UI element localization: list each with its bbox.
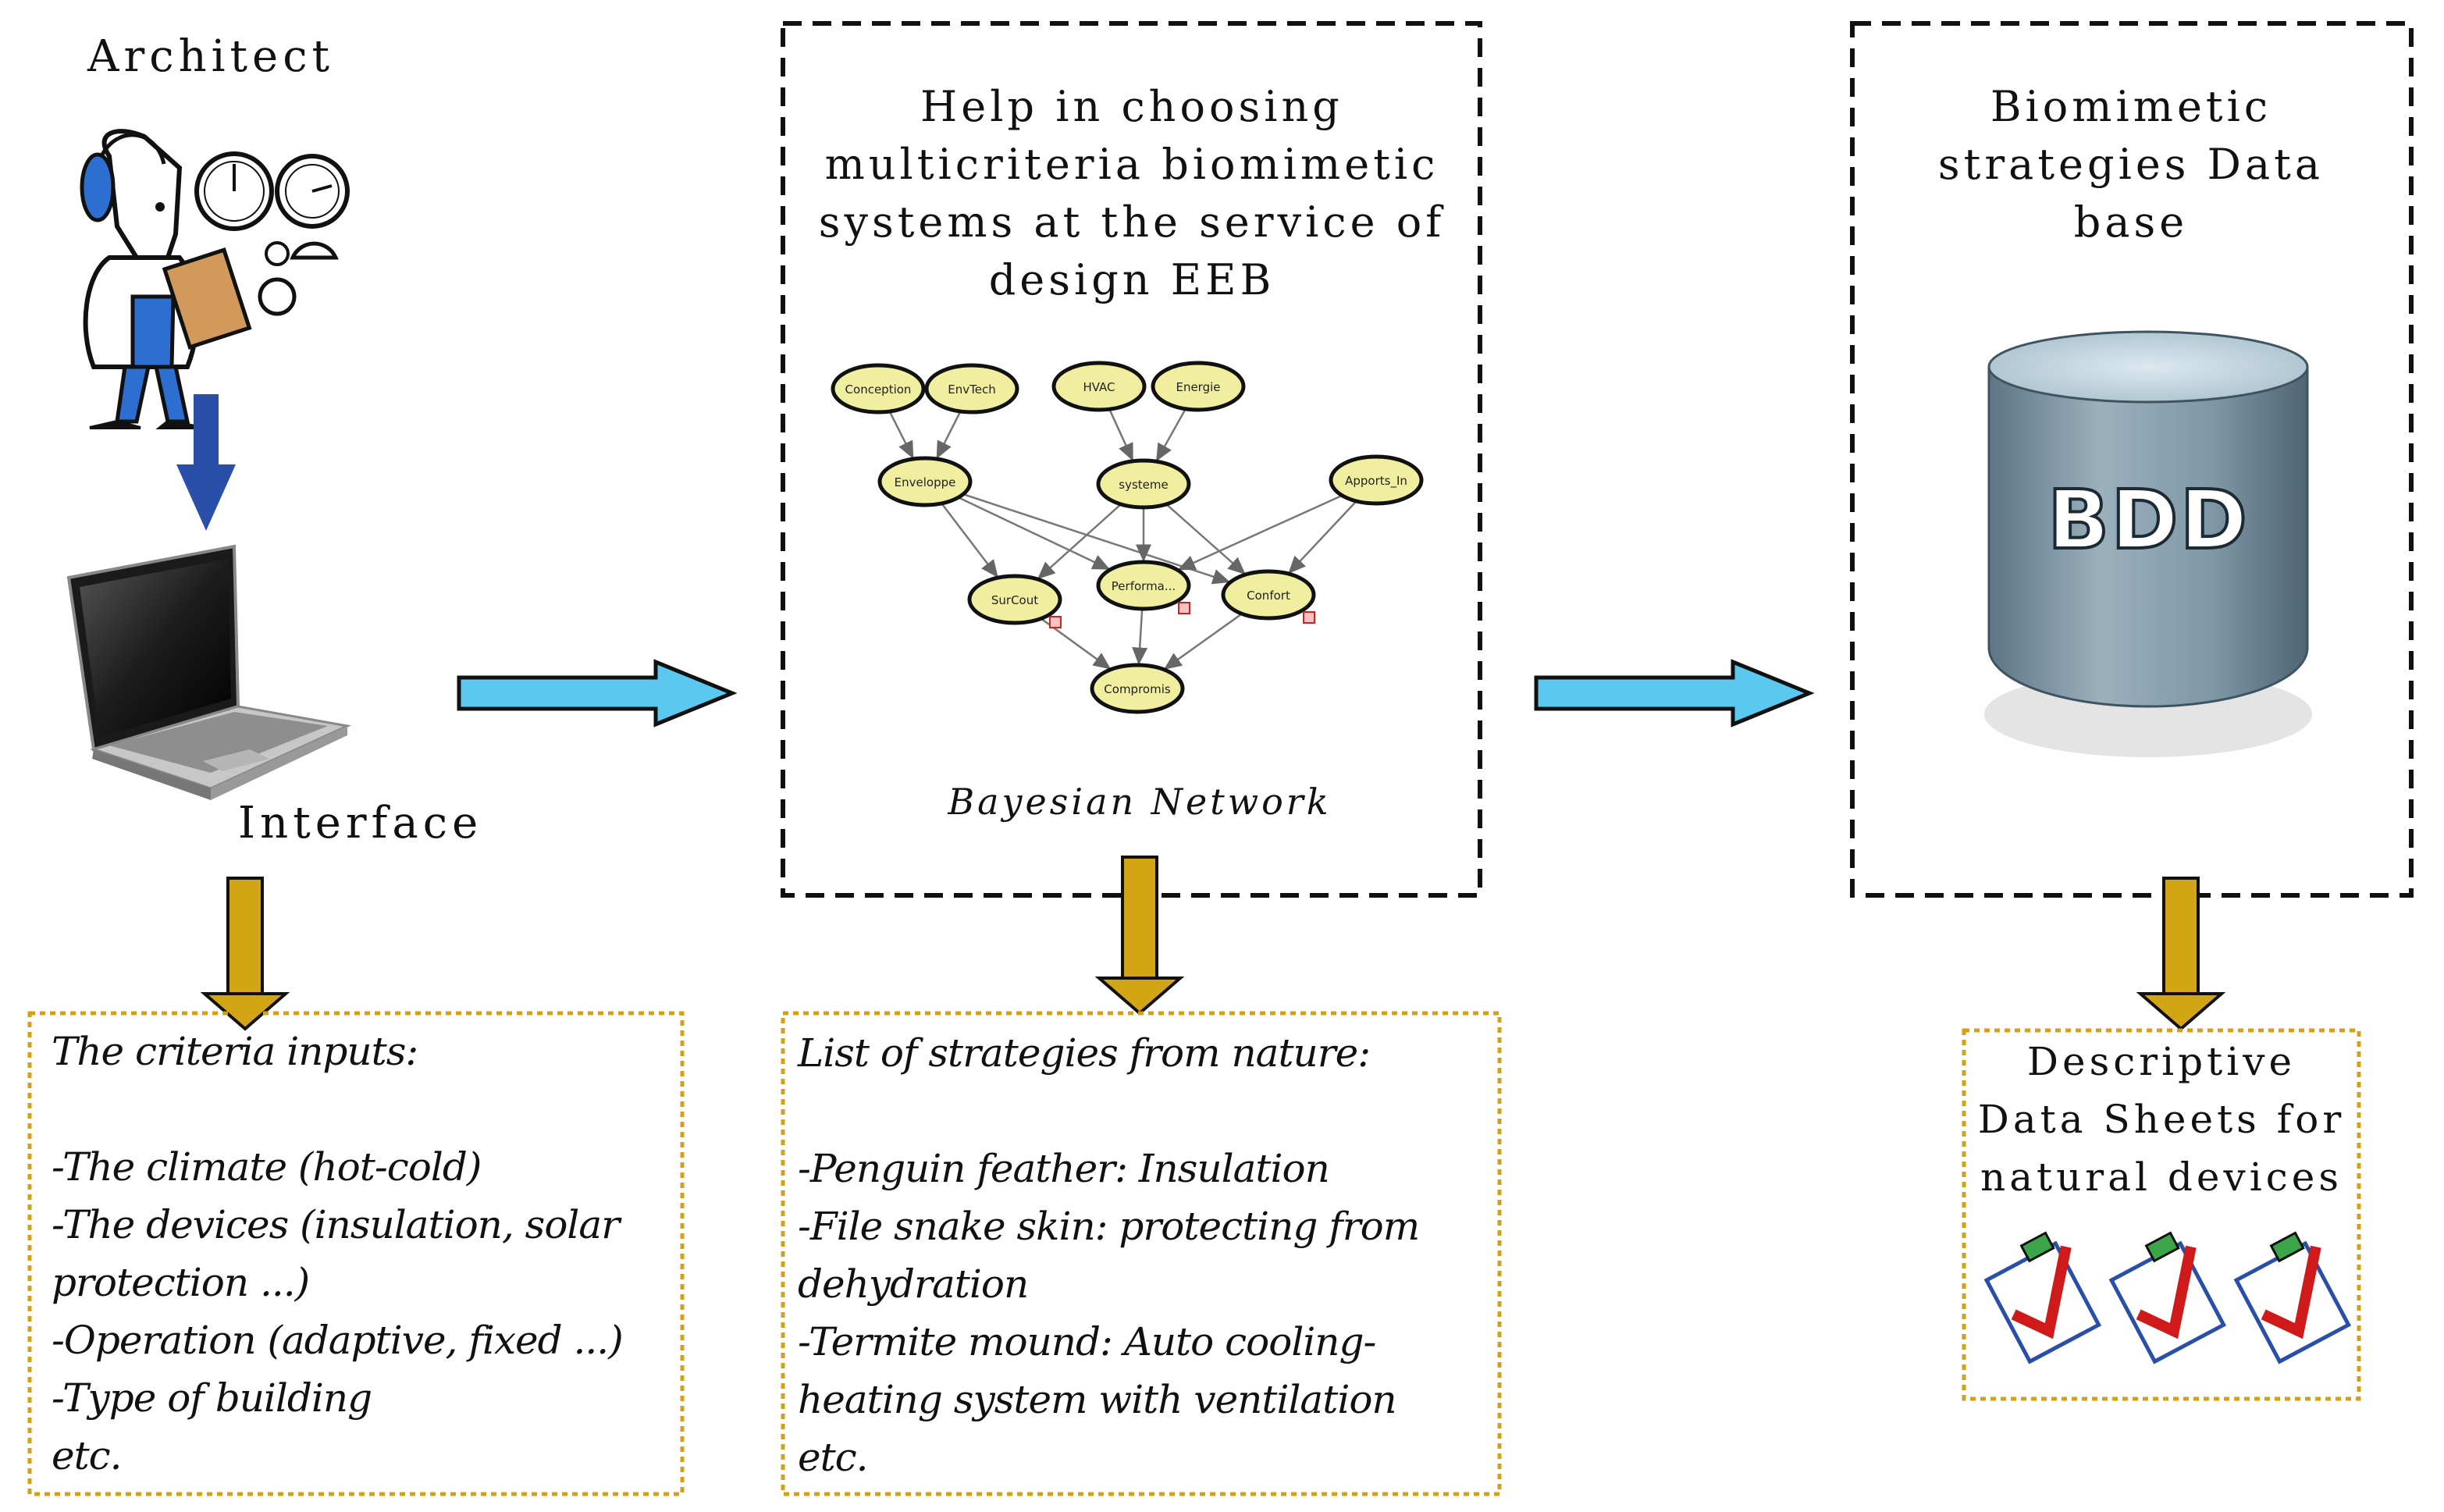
bn-node-systeme: systeme	[1096, 458, 1191, 510]
bayesian-network-edges	[888, 408, 1357, 671]
bn-edge	[941, 503, 999, 578]
bn-node-enveloppe: Enveloppe	[877, 456, 973, 507]
architect-figure-icon	[80, 129, 350, 429]
bn-node-label: Energie	[1176, 380, 1220, 394]
bn-node-compromis: Compromis	[1090, 663, 1185, 714]
interface-label: Interface	[238, 798, 483, 848]
bn-node-label: EnvTech	[948, 382, 995, 397]
bn-edge	[1037, 503, 1122, 580]
criteria-box-border	[27, 1011, 685, 1496]
architect-label: Architect	[87, 31, 335, 82]
bn-edge	[1108, 408, 1134, 462]
datasheets-box-border	[1962, 1028, 2361, 1401]
strategies-box-border	[781, 1011, 1502, 1496]
bn-node-badge	[1178, 602, 1190, 614]
cyan-arrow-right	[1534, 659, 1815, 728]
database-label: BDD	[2046, 471, 2249, 569]
bn-node-badge	[1303, 611, 1315, 624]
bn-node-badge	[1049, 616, 1062, 628]
bn-node-envtech: EnvTech	[924, 363, 1019, 414]
gold-arrow-right	[2136, 877, 2226, 1031]
bn-edge	[958, 496, 1111, 571]
checklist-icon	[1983, 1231, 2102, 1364]
checklist-icons	[1983, 1231, 2352, 1364]
bn-edge	[1163, 613, 1243, 671]
database-cylinder-icon	[1984, 330, 2312, 757]
center-box-border	[781, 21, 1482, 898]
gold-arrow-left	[200, 877, 290, 1031]
criteria-inputs-text: The criteria inputs: -The climate (hot-c…	[52, 1029, 624, 1478]
strategies-list-text: List of strategies from nature: -Penguin…	[798, 1030, 1420, 1480]
checklist-icon	[2108, 1231, 2227, 1364]
bn-node-apports: Apports_In	[1329, 454, 1424, 506]
bn-node-confort: Confort	[1221, 569, 1316, 624]
bn-edge	[1165, 503, 1247, 576]
bn-node-surcout: SurCout	[967, 574, 1062, 628]
bn-edge	[962, 493, 1231, 585]
laptop-icon	[66, 544, 351, 800]
bn-node-energie: Energie	[1151, 361, 1246, 412]
bn-node-label: Confort	[1247, 589, 1290, 603]
gold-arrow-center	[1094, 856, 1185, 1016]
bn-node-label: SurCout	[991, 593, 1038, 607]
bn-node-label: Compromis	[1104, 682, 1171, 696]
checklist-icon	[2233, 1231, 2352, 1364]
bn-edge	[1155, 408, 1186, 462]
right-box-title: Biomimetic strategies Data base	[1937, 82, 2325, 247]
cyan-arrow-left	[457, 659, 738, 728]
bn-edge	[935, 411, 962, 460]
bayesian-network-caption: Bayesian Network	[948, 781, 1332, 823]
bn-node-performa: Performa...	[1096, 560, 1191, 614]
center-box-title: Help in choosing multicriteria biomimeti…	[818, 82, 1446, 304]
bn-node-label: Apports_In	[1345, 474, 1407, 489]
bn-edge	[1177, 494, 1343, 571]
datasheets-text: Descriptive Data Sheets for natural devi…	[1977, 1039, 2346, 1200]
right-box-border	[1850, 21, 2414, 898]
bn-edge	[1287, 500, 1357, 575]
bn-node-label: HVAC	[1083, 380, 1115, 394]
bn-node-label: Enveloppe	[895, 475, 956, 489]
bn-edge	[1132, 608, 1148, 666]
bn-node-label: Conception	[845, 382, 912, 397]
bn-node-conception: Conception	[831, 363, 926, 414]
bn-node-hvac: HVAC	[1051, 361, 1147, 412]
bn-node-label: Performa...	[1112, 579, 1176, 593]
blue-down-arrow	[176, 394, 236, 531]
bn-node-label: systeme	[1119, 478, 1168, 492]
bn-edge	[888, 411, 915, 460]
